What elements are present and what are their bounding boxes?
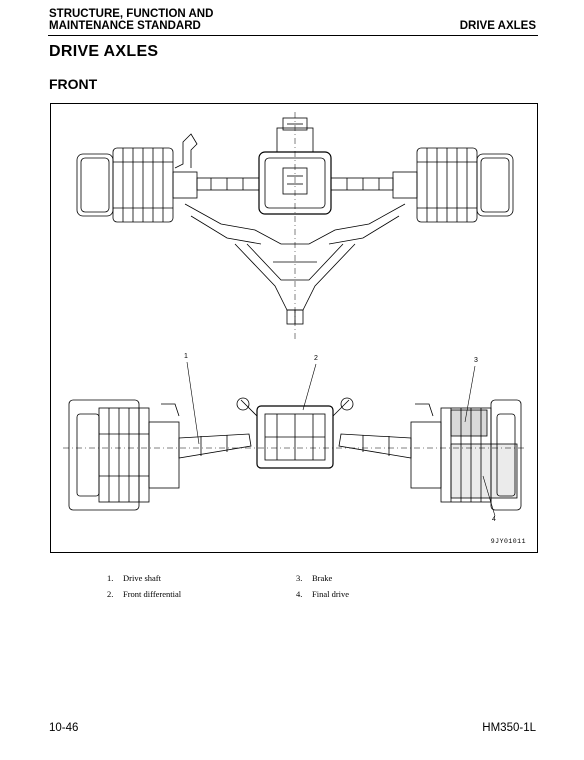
legend-item: 3. Brake [296,573,349,589]
legend-item-label: Brake [312,573,333,583]
legend-item-label: Front differential [123,589,182,599]
header-divider [48,35,538,36]
top-view-axle [76,112,514,340]
axle-diagram-drawing [63,112,527,517]
legend-item-number: 3. [296,573,303,583]
legend-item-number: 1. [107,573,114,583]
legend-item-number: 2. [107,589,114,599]
footer-page-number: 10-46 [49,722,79,734]
legend-item-number: 4. [296,589,303,599]
section-view-axle [63,361,527,517]
legend-item-label: Final drive [312,589,350,599]
page-title: DRIVE AXLES [49,43,159,60]
section-subtitle: FRONT [49,76,98,92]
legend-item: 1. Drive shaft [107,573,181,589]
header-section-line2: MAINTENANCE STANDARD [49,20,201,32]
callout-2: 2 [314,355,318,362]
header-chapter: DRIVE AXLES [459,20,536,32]
legend-item: 2. Front differential [107,589,181,605]
legend-item-label: Drive shaft [123,573,162,583]
legend-item: 4. Final drive [296,589,349,605]
footer-model: HM350-1L [482,722,536,734]
callout-1: 1 [184,353,188,360]
callout-3: 3 [474,357,478,364]
legend-column-right: 3. Brake 4. Final drive [296,573,349,605]
legend-column-left: 1. Drive shaft 2. Front differential [107,573,181,605]
callout-4: 4 [492,516,496,523]
header-section-line1: STRUCTURE, FUNCTION AND [49,8,214,20]
figure-code: 9JY01011 [490,538,526,545]
header-section: STRUCTURE, FUNCTION AND MAINTENANCE STAN… [49,8,213,32]
axle-diagram-figure: 1 2 3 4 9JY01011 [50,103,538,553]
